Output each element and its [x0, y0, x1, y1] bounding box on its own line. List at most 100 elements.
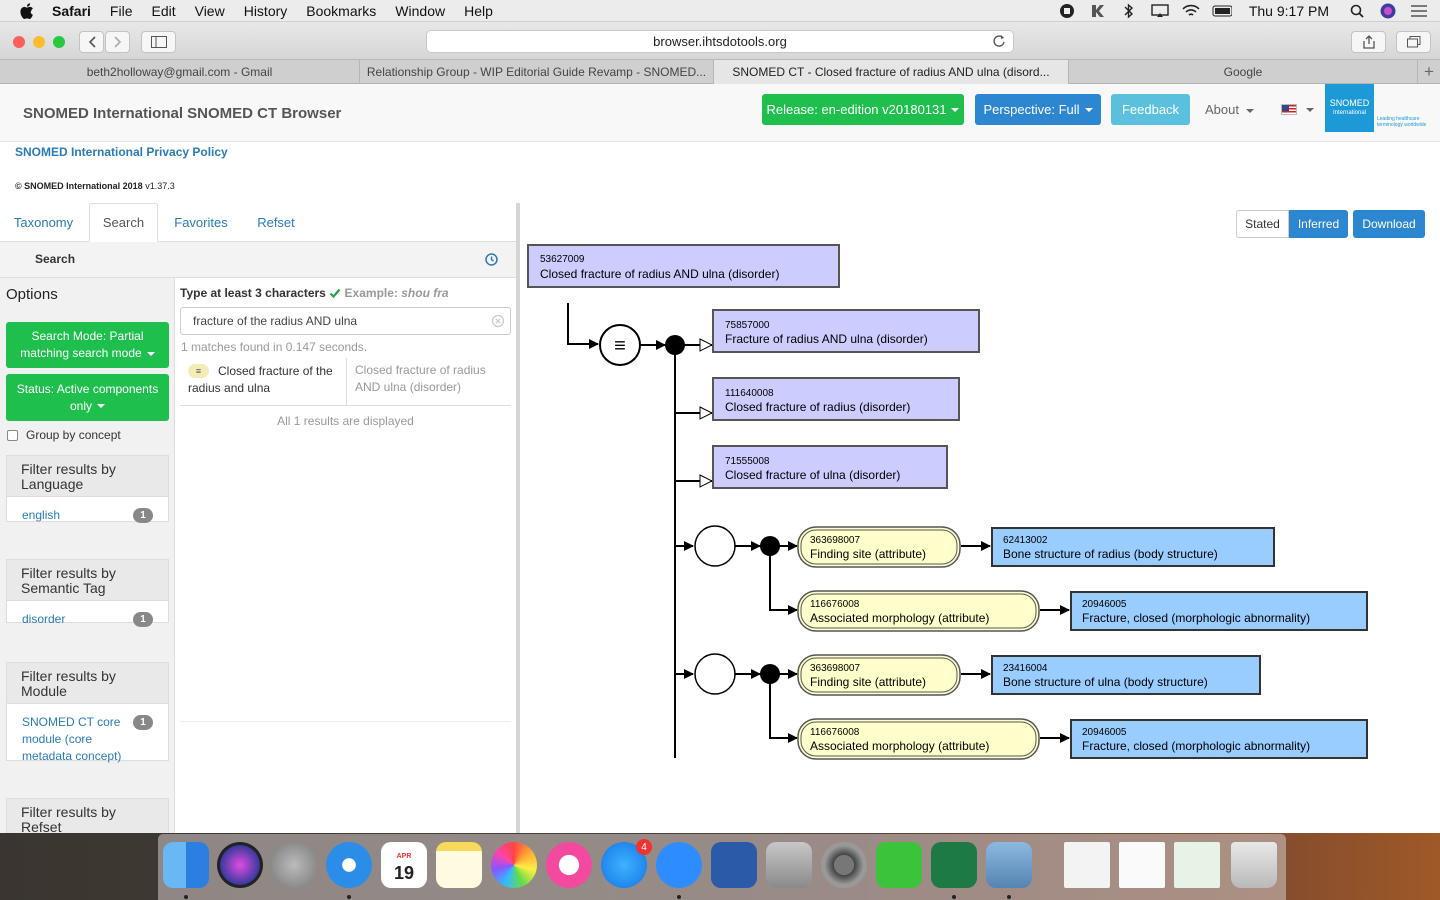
history-clock-icon[interactable]: [485, 253, 498, 269]
forward-button[interactable]: [105, 31, 130, 53]
feedback-button[interactable]: Feedback: [1111, 94, 1190, 125]
parent-concept[interactable]: 75857000 Fracture of radius AND ulna (di…: [712, 309, 980, 353]
finder-icon[interactable]: [163, 842, 209, 888]
sidebar-button[interactable]: [141, 31, 176, 53]
share-button[interactable]: [1351, 31, 1386, 53]
menu-bookmarks[interactable]: Bookmarks: [306, 2, 377, 19]
photos-icon[interactable]: [491, 842, 537, 888]
airplay-icon[interactable]: [1150, 3, 1170, 19]
system-preferences-icon[interactable]: [821, 842, 867, 888]
launchpad-icon[interactable]: [271, 842, 317, 888]
tab-search[interactable]: Search: [89, 203, 158, 242]
search-mode-dropdown[interactable]: Search Mode: Partial matching search mod…: [6, 322, 169, 368]
clock[interactable]: Thu 9:17 PM: [1248, 3, 1329, 19]
menu-view[interactable]: View: [194, 2, 225, 19]
notification-center-icon[interactable]: [1409, 3, 1429, 19]
browser-tab-gmail[interactable]: beth2holloway@gmail.com - Gmail: [0, 60, 360, 84]
filter-item-core-module[interactable]: SNOMED CT core module (core metadata con…: [7, 704, 168, 775]
attribute-value[interactable]: 23416004 Bone structure of ulna (body st…: [991, 655, 1261, 695]
itunes-icon[interactable]: [546, 842, 592, 888]
filter-item-label: english: [22, 508, 61, 522]
clear-search-icon[interactable]: [491, 314, 505, 331]
result-fsn[interactable]: Closed fracture of radius AND ulna (diso…: [346, 358, 511, 406]
wifi-icon[interactable]: [1181, 3, 1201, 19]
concept-id: 111640008: [725, 388, 774, 399]
trash-icon[interactable]: [1231, 842, 1277, 888]
browser-tab-snomed[interactable]: SNOMED CT - Closed fracture of radius AN…: [714, 60, 1069, 84]
apple-icon[interactable]: [16, 0, 38, 22]
status-dropdown[interactable]: Status: Active components only: [6, 374, 169, 421]
document-icon[interactable]: [1119, 842, 1165, 888]
minimize-window-button[interactable]: [33, 36, 45, 48]
attribute[interactable]: 363698007 Finding site (attribute): [797, 526, 961, 568]
notes-icon[interactable]: [436, 842, 482, 888]
word-icon[interactable]: [711, 842, 757, 888]
stated-view-button[interactable]: Stated: [1236, 210, 1289, 238]
bluetooth-icon[interactable]: [1119, 3, 1139, 19]
document-icon[interactable]: [1064, 842, 1110, 888]
safari-icon[interactable]: [326, 842, 372, 888]
reload-icon[interactable]: [992, 34, 1006, 51]
close-window-button[interactable]: [13, 36, 25, 48]
download-button[interactable]: Download: [1353, 210, 1425, 238]
result-term[interactable]: Closed fracture of the radius and ulna: [188, 364, 333, 395]
spotlight-icon[interactable]: [1347, 3, 1367, 19]
site-brand[interactable]: SNOMED International SNOMED CT Browser: [23, 105, 342, 122]
menu-history[interactable]: History: [243, 2, 288, 19]
zoom-window-button[interactable]: [53, 36, 65, 48]
browser-tab-editorial-guide[interactable]: Relationship Group - WIP Editorial Guide…: [360, 60, 714, 84]
address-bar[interactable]: browser.ihtsdotools.org: [426, 30, 1014, 53]
excel-icon[interactable]: [931, 842, 977, 888]
group-by-concept-label[interactable]: Group by concept: [26, 428, 121, 442]
menu-window[interactable]: Window: [395, 2, 446, 19]
menu-edit[interactable]: Edit: [151, 2, 176, 19]
browser-tab-google[interactable]: Google: [1069, 60, 1418, 84]
inferred-view-button[interactable]: Inferred: [1289, 210, 1348, 238]
siri-menu-icon[interactable]: [1378, 3, 1398, 19]
focus-concept[interactable]: 53627009 Closed fracture of radius AND u…: [527, 244, 840, 288]
language-caret-icon[interactable]: [1306, 108, 1314, 112]
release-dropdown[interactable]: Release: en-edition v20180131: [762, 94, 964, 125]
attribute-value[interactable]: 62413002 Bone structure of radius (body …: [991, 527, 1275, 567]
group-by-concept-checkbox[interactable]: [7, 430, 18, 441]
calculator-icon[interactable]: [766, 842, 812, 888]
logo-subtitle: International: [1332, 110, 1367, 116]
attribute[interactable]: 116676008 Associated morphology (attribu…: [797, 590, 1040, 632]
snomed-logo[interactable]: SNOMED International: [1325, 84, 1374, 132]
back-button[interactable]: [79, 31, 104, 53]
battery-icon[interactable]: [1212, 3, 1232, 19]
about-menu[interactable]: About: [1205, 102, 1254, 117]
perspective-dropdown[interactable]: Perspective: Full: [975, 94, 1101, 125]
k-app-icon[interactable]: [1088, 3, 1108, 19]
tab-refset[interactable]: Refset: [257, 215, 295, 230]
new-tab-button[interactable]: +: [1424, 62, 1434, 81]
chevron-right-icon: [113, 36, 121, 48]
tab-overview-button[interactable]: [1396, 31, 1431, 53]
panel-splitter[interactable]: [516, 203, 520, 833]
attribute[interactable]: 116676008 Associated morphology (attribu…: [797, 718, 1040, 760]
menu-file[interactable]: File: [109, 2, 133, 19]
attribute[interactable]: 363698007 Finding site (attribute): [797, 654, 961, 696]
facetime-icon[interactable]: [876, 842, 922, 888]
filter-item-english[interactable]: english 1: [7, 497, 168, 534]
spreadsheet-icon[interactable]: [1174, 842, 1220, 888]
calendar-icon[interactable]: APR 19: [381, 842, 427, 888]
menu-help[interactable]: Help: [464, 2, 493, 19]
tab-favorites[interactable]: Favorites: [174, 215, 228, 230]
parent-concept[interactable]: 71555008 Closed fracture of ulna (disord…: [712, 445, 948, 489]
result-row[interactable]: ≡ Closed fracture of the radius and ulna…: [180, 358, 511, 406]
search-input[interactable]: fracture of the radius AND ulna: [180, 307, 511, 335]
siri-icon[interactable]: [217, 842, 263, 888]
privacy-policy-link[interactable]: SNOMED International Privacy Policy: [15, 145, 228, 159]
menu-app-name[interactable]: Safari: [52, 2, 91, 19]
zoom-icon[interactable]: [656, 842, 702, 888]
record-icon[interactable]: [1057, 3, 1077, 19]
search-example-label: Example:: [344, 286, 398, 300]
tab-taxonomy[interactable]: Taxonomy: [13, 215, 74, 230]
parent-concept[interactable]: 111640008 Closed fracture of radius (dis…: [712, 377, 960, 421]
attribute-value[interactable]: 20946005 Fracture, closed (morphologic a…: [1070, 591, 1368, 631]
attribute-value[interactable]: 20946005 Fracture, closed (morphologic a…: [1070, 719, 1368, 759]
filter-item-disorder[interactable]: disorder 1: [7, 601, 168, 638]
preview-icon[interactable]: [986, 842, 1032, 888]
us-flag-icon[interactable]: [1281, 104, 1297, 115]
